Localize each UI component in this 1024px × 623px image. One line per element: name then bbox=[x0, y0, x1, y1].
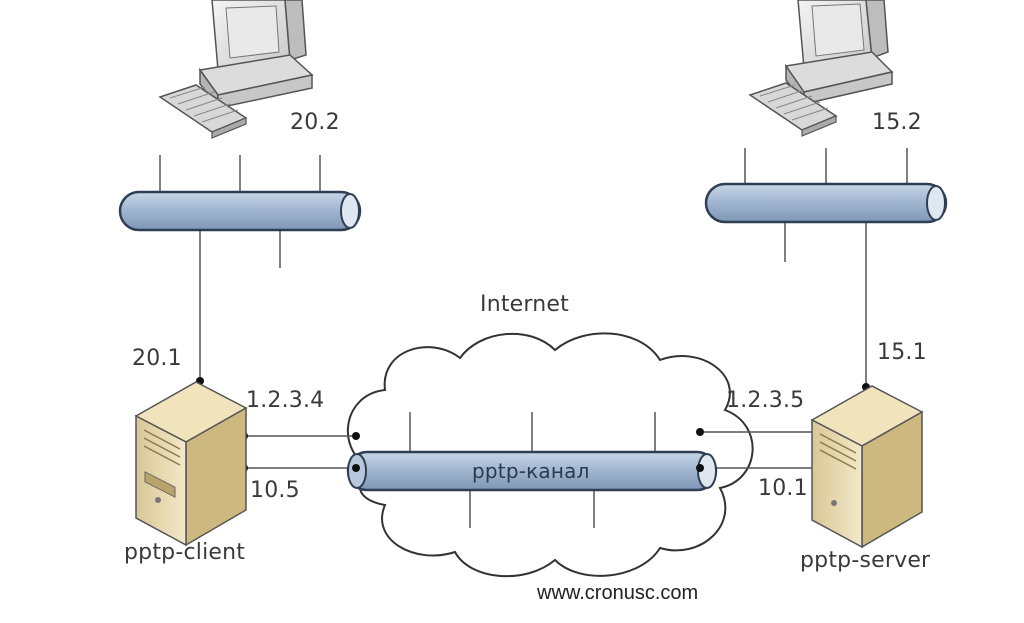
tunnel-taps bbox=[409, 412, 656, 528]
client-lan-cable-end bbox=[340, 193, 360, 229]
internet-label: Internet bbox=[480, 292, 569, 317]
server-tunnel-ip-label: 10.1 bbox=[758, 476, 808, 501]
server-pc-ip-label: 15.2 bbox=[872, 110, 922, 135]
pptp-server-icon bbox=[810, 385, 924, 549]
tunnel-label: pptp-канал bbox=[472, 459, 590, 483]
server-pc-icon bbox=[748, 0, 894, 137]
server-lan-cable bbox=[704, 182, 948, 224]
server-lan-bus bbox=[744, 148, 908, 385]
client-lan-bus bbox=[159, 155, 321, 380]
client-lan-if-label: 20.1 bbox=[132, 346, 182, 371]
server-lan-cable-end bbox=[926, 185, 946, 221]
pptp-server-label: pptp-server bbox=[800, 548, 931, 573]
watermark: www.cronusc.com bbox=[537, 582, 699, 604]
client-lan-cable bbox=[118, 190, 362, 232]
client-tunnel-ip-label: 10.5 bbox=[250, 478, 300, 503]
client-pc-icon bbox=[158, 0, 314, 139]
pptp-client-label: pptp-client bbox=[124, 540, 246, 565]
server-lan-if-label: 15.1 bbox=[877, 340, 927, 365]
client-pc-ip-label: 20.2 bbox=[290, 110, 340, 135]
wan-links bbox=[244, 431, 818, 469]
pptp-client-server-icon bbox=[134, 381, 248, 547]
server-wan-ip-label: 1.2.3.5 bbox=[726, 388, 805, 413]
client-wan-ip-label: 1.2.3.4 bbox=[246, 388, 325, 413]
